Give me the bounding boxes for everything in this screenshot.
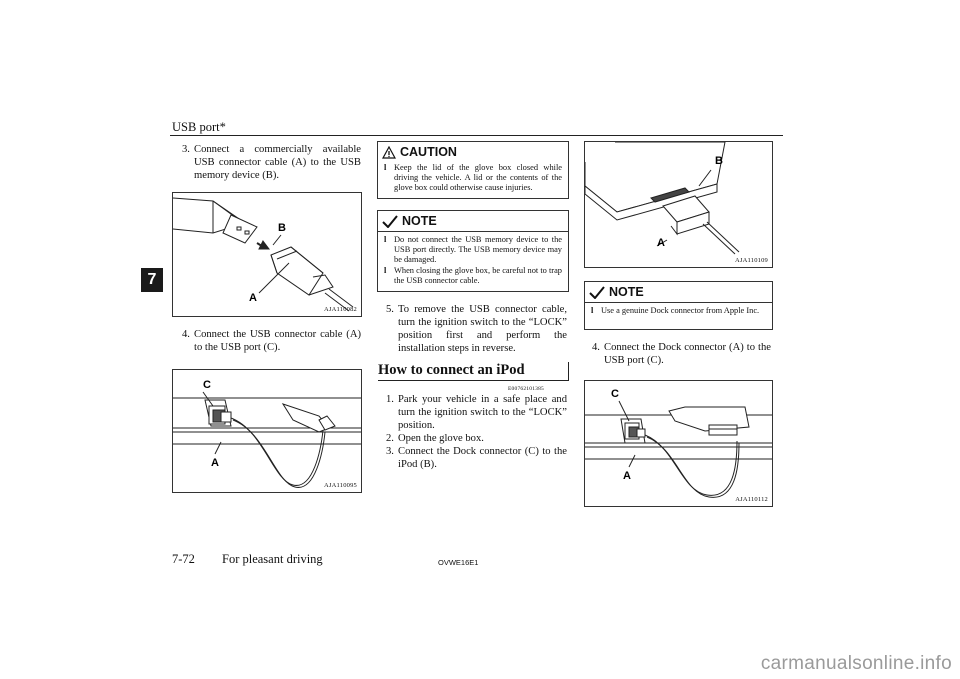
header-rule [170,135,783,136]
usb-memory-illustration: B A [173,197,354,312]
bullet-icon: l [384,163,387,172]
watermark: carmanualsonline.info [760,653,952,674]
ipod-step: 3. Connect the Dock connector (C) to the… [386,445,567,471]
label-b: B [278,222,286,234]
note-item-text: Do not connect the USB memory device to … [394,235,562,265]
usb-memory-figure: B A AJA110082 [172,192,362,317]
note-box-right: NOTE l Use a genuine Dock connector from… [584,281,773,330]
step-text: To remove the USB connector cable, turn … [398,304,567,354]
label-c: C [611,388,619,400]
step-number: 4. [182,329,190,340]
warning-triangle-icon [382,145,396,159]
left-step-4: 4. Connect the USB connector cable (A) t… [182,328,361,354]
usb-port-figure: C A AJA110095 [172,369,362,493]
usb-port-illustration: C A [173,379,361,488]
ipod-step: 2. Open the glove box. [386,432,567,445]
left-step-3: 3. Connect a commercially available USB … [182,143,361,182]
note-check-icon [382,214,398,228]
section-title-rule-end [568,362,569,381]
dock-usb-port-figure: C A AJA110112 [584,380,773,507]
note-title: NOTE [609,285,644,299]
step-number: 4. [592,342,600,353]
section-code: E00762101385 [508,386,545,392]
chapter-tab: 7 [141,268,163,292]
step-number: 5. [386,304,394,315]
section-title-rule [378,380,568,381]
note-body: l Do not connect the USB memory device t… [378,232,568,290]
note-box: NOTE l Do not connect the USB memory dev… [377,210,569,292]
bullet-icon: l [384,265,387,275]
right-step-4: 4. Connect the Dock connector (A) to the… [592,341,771,367]
step-text: Park your vehicle in a safe place and tu… [398,394,567,431]
caution-item: l Keep the lid of the glove box closed w… [384,163,562,194]
step-text: Connect the USB connector cable (A) to t… [194,329,361,353]
step-number: 3. [386,446,394,457]
note-item: l Do not connect the USB memory device t… [384,235,562,266]
ipod-steps: 1. Park your vehicle in a safe place and… [386,393,567,471]
note-header: NOTE [378,211,568,232]
page-number: 7-72 [172,552,195,566]
step-number: 3. [182,144,190,155]
ipod-step: 1. Park your vehicle in a safe place and… [386,393,567,432]
footer-code: OVWE16E1 [438,558,479,567]
step-text: Connect the Dock connector (C) to the iP… [398,446,567,470]
middle-step-5: 5. To remove the USB connector cable, tu… [386,303,567,355]
label-a: A [623,470,631,482]
step-number: 2. [386,433,394,444]
figure-code: AJA110109 [735,257,768,264]
label-c: C [203,379,211,391]
bullet-icon: l [384,235,387,244]
note-item-text: When closing the glove box, be careful n… [394,265,562,285]
footer-section-title: For pleasant driving [222,552,323,566]
ipod-dock-figure: B A AJA110109 [584,141,773,268]
caution-box: CAUTION l Keep the lid of the glove box … [377,141,569,199]
step-text: Connect the Dock connector (A) to the US… [604,342,771,366]
note-check-icon [589,285,605,299]
figure-code: AJA110082 [324,306,357,313]
header-title: USB port* [172,120,226,134]
label-a: A [211,457,219,469]
step-text: Open the glove box. [398,433,484,444]
dock-usb-port-illustration: C A [585,388,772,498]
note-item: l When closing the glove box, be careful… [384,266,562,286]
note-item: l Use a genuine Dock connector from Appl… [591,306,766,316]
caution-title: CAUTION [400,145,457,159]
label-a: A [249,292,257,304]
note-item-text: Use a genuine Dock connector from Apple … [601,306,760,315]
note-title: NOTE [402,214,437,228]
caution-header: CAUTION [378,142,568,162]
bullet-icon: l [591,306,594,315]
section-title: How to connect an iPod [378,362,525,378]
ipod-dock-illustration: B A [585,142,740,255]
figure-code: AJA110112 [735,496,768,503]
step-text: Connect a commercially available USB con… [194,144,361,181]
label-b: B [715,155,723,167]
note-header: NOTE [585,282,772,303]
caution-body: l Keep the lid of the glove box closed w… [378,162,568,198]
label-a: A [657,237,665,249]
step-number: 1. [386,394,394,405]
caution-item-text: Keep the lid of the glove box closed whi… [394,163,562,193]
note-body: l Use a genuine Dock connector from Appl… [585,303,772,320]
figure-code: AJA110095 [324,482,357,489]
